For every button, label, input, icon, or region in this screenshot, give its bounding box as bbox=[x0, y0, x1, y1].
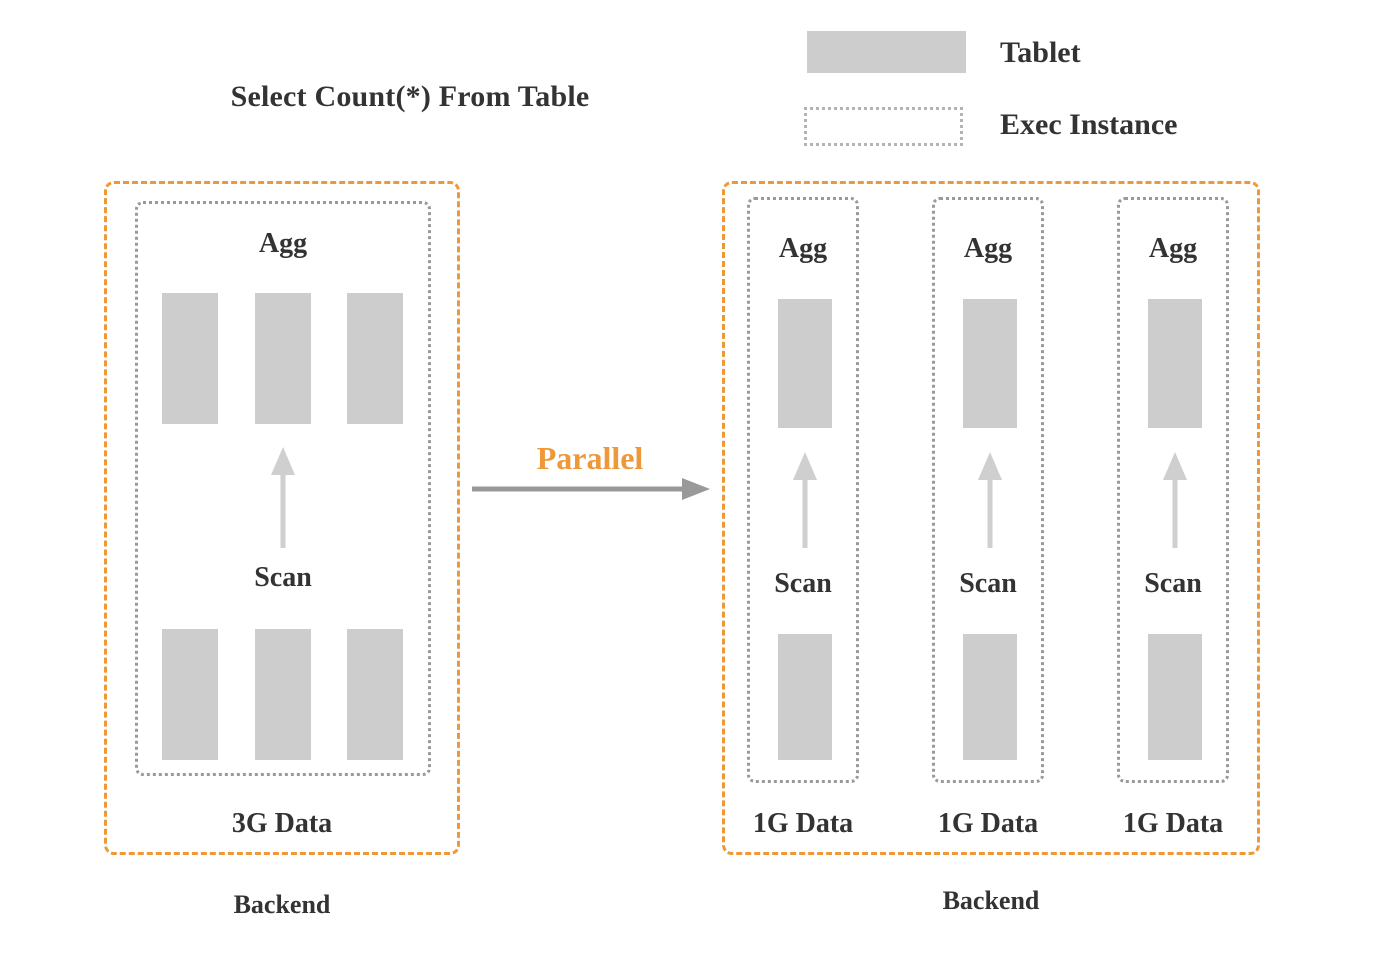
left-backend-boundary bbox=[104, 181, 460, 855]
right-arrow-up-icon-3 bbox=[1163, 452, 1187, 548]
left-scan-tablet-2 bbox=[255, 629, 311, 760]
right-backend-boundary bbox=[722, 181, 1260, 855]
parallel-arrow-right-icon bbox=[472, 478, 710, 500]
right-data-label-3: 1G Data bbox=[1122, 808, 1224, 839]
right-backend-label: Backend bbox=[942, 886, 1040, 915]
right-scan-label-1: Scan bbox=[774, 568, 832, 599]
left-agg-label: Agg bbox=[258, 228, 308, 259]
right-agg-tablet-3 bbox=[1148, 299, 1202, 428]
right-exec-instance-1 bbox=[747, 197, 859, 783]
right-agg-label-1: Agg bbox=[778, 233, 828, 264]
right-scan-tablet-1 bbox=[778, 634, 832, 760]
right-scan-tablet-3 bbox=[1148, 634, 1202, 760]
right-scan-label-2: Scan bbox=[959, 568, 1017, 599]
right-agg-label-2: Agg bbox=[963, 233, 1013, 264]
right-data-label-1: 1G Data bbox=[752, 808, 854, 839]
right-data-label-2: 1G Data bbox=[937, 808, 1039, 839]
right-agg-tablet-2 bbox=[963, 299, 1017, 428]
left-arrow-up-icon bbox=[271, 447, 295, 548]
left-agg-tablet-3 bbox=[347, 293, 403, 424]
left-scan-tablet-3 bbox=[347, 629, 403, 760]
right-arrow-up-icon-1 bbox=[793, 452, 817, 548]
left-backend-label: Backend bbox=[233, 890, 331, 919]
right-arrow-up-icon-2 bbox=[978, 452, 1002, 548]
legend-label-tablet: Tablet bbox=[1000, 36, 1081, 69]
right-scan-label-3: Scan bbox=[1144, 568, 1202, 599]
left-exec-instance bbox=[135, 201, 431, 776]
page-title: Select Count(*) From Table bbox=[230, 80, 590, 113]
left-data-label: 3G Data bbox=[231, 808, 333, 839]
right-agg-label-3: Agg bbox=[1148, 233, 1198, 264]
left-agg-tablet-1 bbox=[162, 293, 218, 424]
parallel-label: Parallel bbox=[536, 440, 644, 476]
right-agg-tablet-1 bbox=[778, 299, 832, 428]
left-scan-label: Scan bbox=[254, 562, 312, 593]
left-scan-tablet-1 bbox=[162, 629, 218, 760]
right-exec-instance-2 bbox=[932, 197, 1044, 783]
legend-swatch-exec-instance-icon bbox=[804, 107, 963, 146]
right-exec-instance-3 bbox=[1117, 197, 1229, 783]
right-scan-tablet-2 bbox=[963, 634, 1017, 760]
left-agg-tablet-2 bbox=[255, 293, 311, 424]
legend-label-exec-instance: Exec Instance bbox=[1000, 108, 1178, 141]
legend-swatch-tablet-icon bbox=[807, 31, 966, 73]
